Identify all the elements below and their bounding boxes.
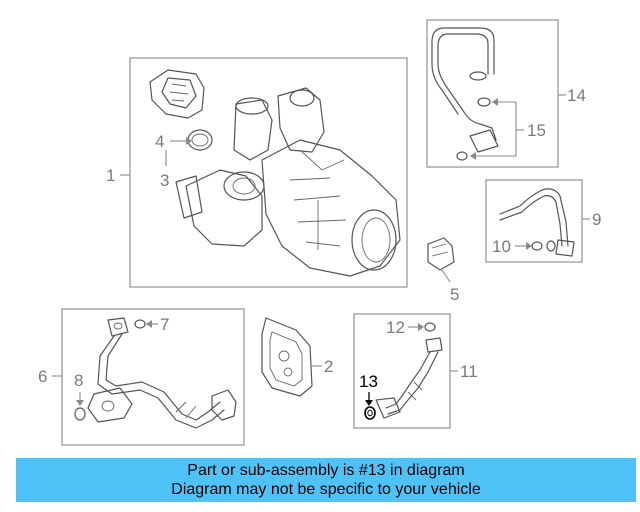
oil-line-box-9: [485, 179, 583, 263]
callout-1[interactable]: 1: [106, 166, 115, 185]
callout-15[interactable]: 15: [527, 121, 546, 140]
oil-line-box-14: [426, 19, 559, 168]
arrow-13: [365, 400, 373, 406]
callout-10[interactable]: 10: [492, 237, 511, 256]
oil-line-part-14[interactable]: [431, 27, 499, 161]
callout-11[interactable]: 11: [460, 362, 478, 381]
turbocharger-group: 1 3 4: [106, 57, 408, 288]
callout-2[interactable]: 2: [324, 357, 333, 376]
washer-part-12[interactable]: [424, 322, 436, 332]
gasket-part-2[interactable]: [261, 317, 313, 397]
oil-line-group-14: 14 15: [426, 19, 586, 168]
turbocharger-box: [129, 57, 408, 288]
info-banner: Part or sub-assembly is #13 in diagram D…: [16, 458, 636, 502]
callout-9[interactable]: 9: [592, 210, 601, 229]
callout-4[interactable]: 4: [155, 132, 164, 151]
banner-line-disclaimer: Diagram may not be specific to your vehi…: [171, 481, 481, 498]
callout-13[interactable]: 13: [359, 372, 378, 391]
washer-part-10[interactable]: [531, 241, 543, 251]
coolant-line-part-6[interactable]: [87, 317, 237, 429]
parts-diagram: 1 3 4: [38, 19, 601, 446]
return-line-part-11[interactable]: [375, 337, 443, 419]
banner-line-part-number: Part or sub-assembly is #13 in diagram: [187, 462, 465, 479]
turbocharger-part[interactable]: [175, 87, 401, 277]
leader-5: [441, 269, 451, 283]
callout-14[interactable]: 14: [567, 86, 586, 105]
callout-12[interactable]: 12: [386, 318, 405, 337]
oil-line-group-9: 9 10: [485, 179, 601, 263]
callout-5[interactable]: 5: [450, 285, 459, 304]
return-line-group-11: 11 12 13: [353, 313, 478, 429]
washer-part-7[interactable]: [134, 319, 146, 329]
washer-part-13[interactable]: [364, 406, 376, 420]
callout-6[interactable]: 6: [38, 367, 47, 386]
callout-8[interactable]: 8: [74, 371, 83, 390]
washer-part-15a[interactable]: [477, 97, 491, 107]
callout-7[interactable]: 7: [160, 315, 169, 334]
washer-part-8[interactable]: [74, 407, 86, 421]
actuator-part[interactable]: [149, 69, 205, 119]
callout-3[interactable]: 3: [160, 171, 169, 190]
oil-line-part-9[interactable]: [499, 188, 575, 257]
coolant-line-box-6: [61, 308, 245, 446]
sensor-part-5[interactable]: [427, 237, 455, 271]
coolant-line-group-6: 6 7 8: [38, 308, 245, 446]
